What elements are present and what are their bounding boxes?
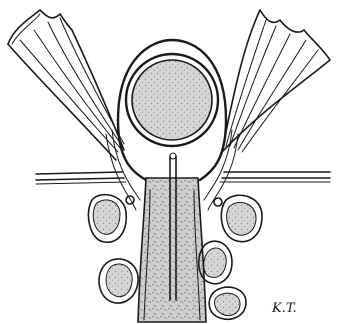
artist-signature: K.T. bbox=[271, 301, 297, 316]
left-lobules bbox=[88, 195, 138, 303]
right-lobules bbox=[199, 195, 262, 319]
spherical-body bbox=[126, 54, 218, 146]
central-stem bbox=[138, 153, 206, 322]
right-upper-fan bbox=[222, 10, 330, 152]
